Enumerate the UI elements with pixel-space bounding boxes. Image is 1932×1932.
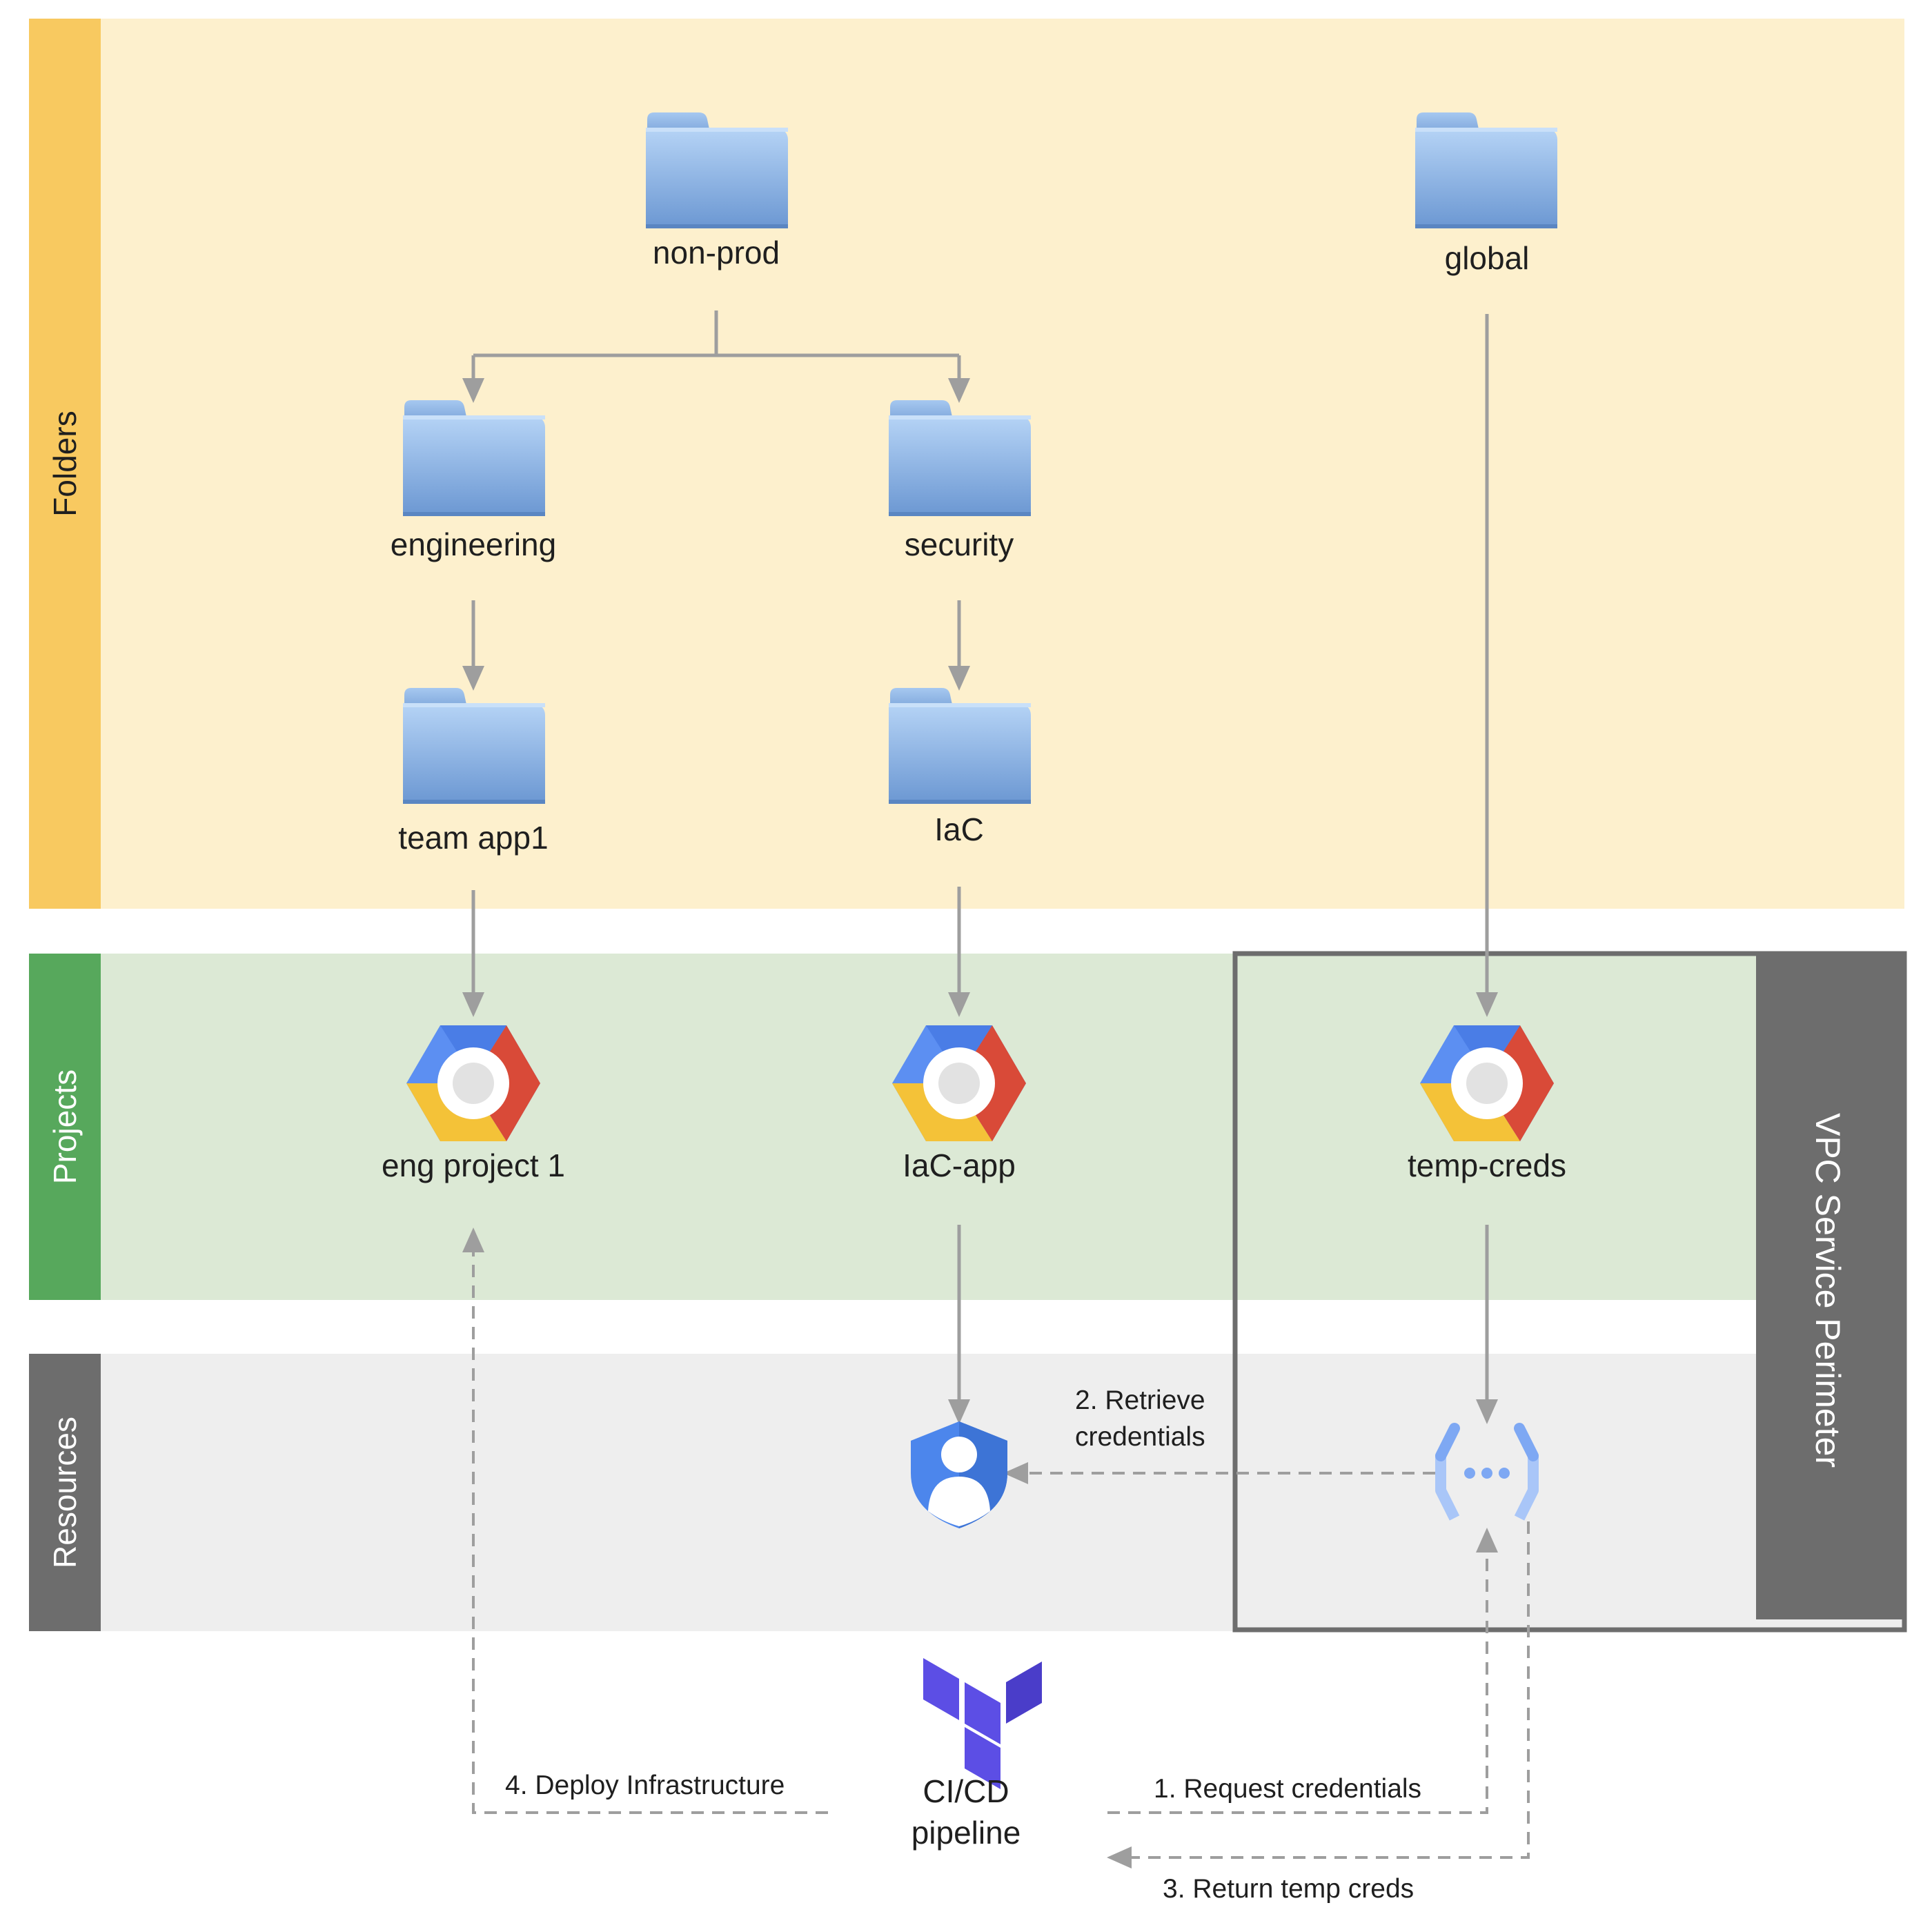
iam-service-account-icon[interactable]: [911, 1421, 1007, 1528]
vpc-service-perimeter: VPC Service Perimeter: [1232, 951, 1907, 1633]
folder-icon: [646, 112, 788, 228]
folder-label: global: [1445, 240, 1530, 276]
folder-icon: [1415, 112, 1557, 228]
folder-label: IaC: [934, 811, 984, 847]
cicd-pipeline[interactable]: CI/CD pipeline: [911, 1658, 1042, 1851]
folder-engineering[interactable]: engineering: [391, 400, 556, 562]
step-retrieve-label-line2: credentials: [1075, 1422, 1205, 1452]
vpc-service-perimeter-label: VPC Service Perimeter: [1808, 1113, 1847, 1468]
folder-security[interactable]: security: [889, 400, 1031, 562]
projects-band-label: Projects: [47, 1070, 83, 1184]
resources-band-label: Resources: [47, 1417, 83, 1568]
folder-icon: [403, 688, 545, 804]
flow-arrows: [462, 1228, 1530, 1869]
project-label: eng project 1: [382, 1147, 565, 1183]
step-request-label: 1. Request credentials: [1154, 1774, 1421, 1804]
secret-manager-icon[interactable]: [1435, 1423, 1539, 1521]
step-deploy-label: 4. Deploy Infrastructure: [505, 1771, 785, 1800]
folder-label: non-prod: [653, 235, 780, 270]
pipeline-label-line2: pipeline: [911, 1815, 1021, 1851]
project-iac-app[interactable]: IaC-app: [892, 1025, 1026, 1183]
folder-global[interactable]: global: [1415, 112, 1557, 276]
project-eng-project-1[interactable]: eng project 1: [382, 1025, 565, 1183]
folder-icon: [889, 400, 1031, 516]
folder-label: security: [905, 526, 1014, 562]
folder-iac[interactable]: IaC: [889, 688, 1031, 847]
folder-non-prod[interactable]: non-prod: [646, 112, 788, 270]
folder-label: team app1: [398, 820, 548, 856]
terraform-icon: [923, 1658, 1042, 1789]
hierarchy-arrows: [462, 310, 1498, 1424]
folder-icon: [889, 688, 1031, 804]
folders-band-label: Folders: [47, 411, 83, 516]
project-label: temp-creds: [1408, 1147, 1566, 1183]
pipeline-label-line1: CI/CD: [923, 1773, 1009, 1809]
folder-icon: [403, 400, 545, 516]
folder-team-app1[interactable]: team app1: [398, 688, 549, 856]
folder-label: engineering: [391, 526, 556, 562]
project-label: IaC-app: [903, 1147, 1016, 1183]
project-temp-creds[interactable]: temp-creds: [1408, 1025, 1566, 1183]
step-retrieve-label-line1: 2. Retrieve: [1075, 1386, 1205, 1415]
step-return-label: 3. Return temp creds: [1163, 1874, 1414, 1904]
